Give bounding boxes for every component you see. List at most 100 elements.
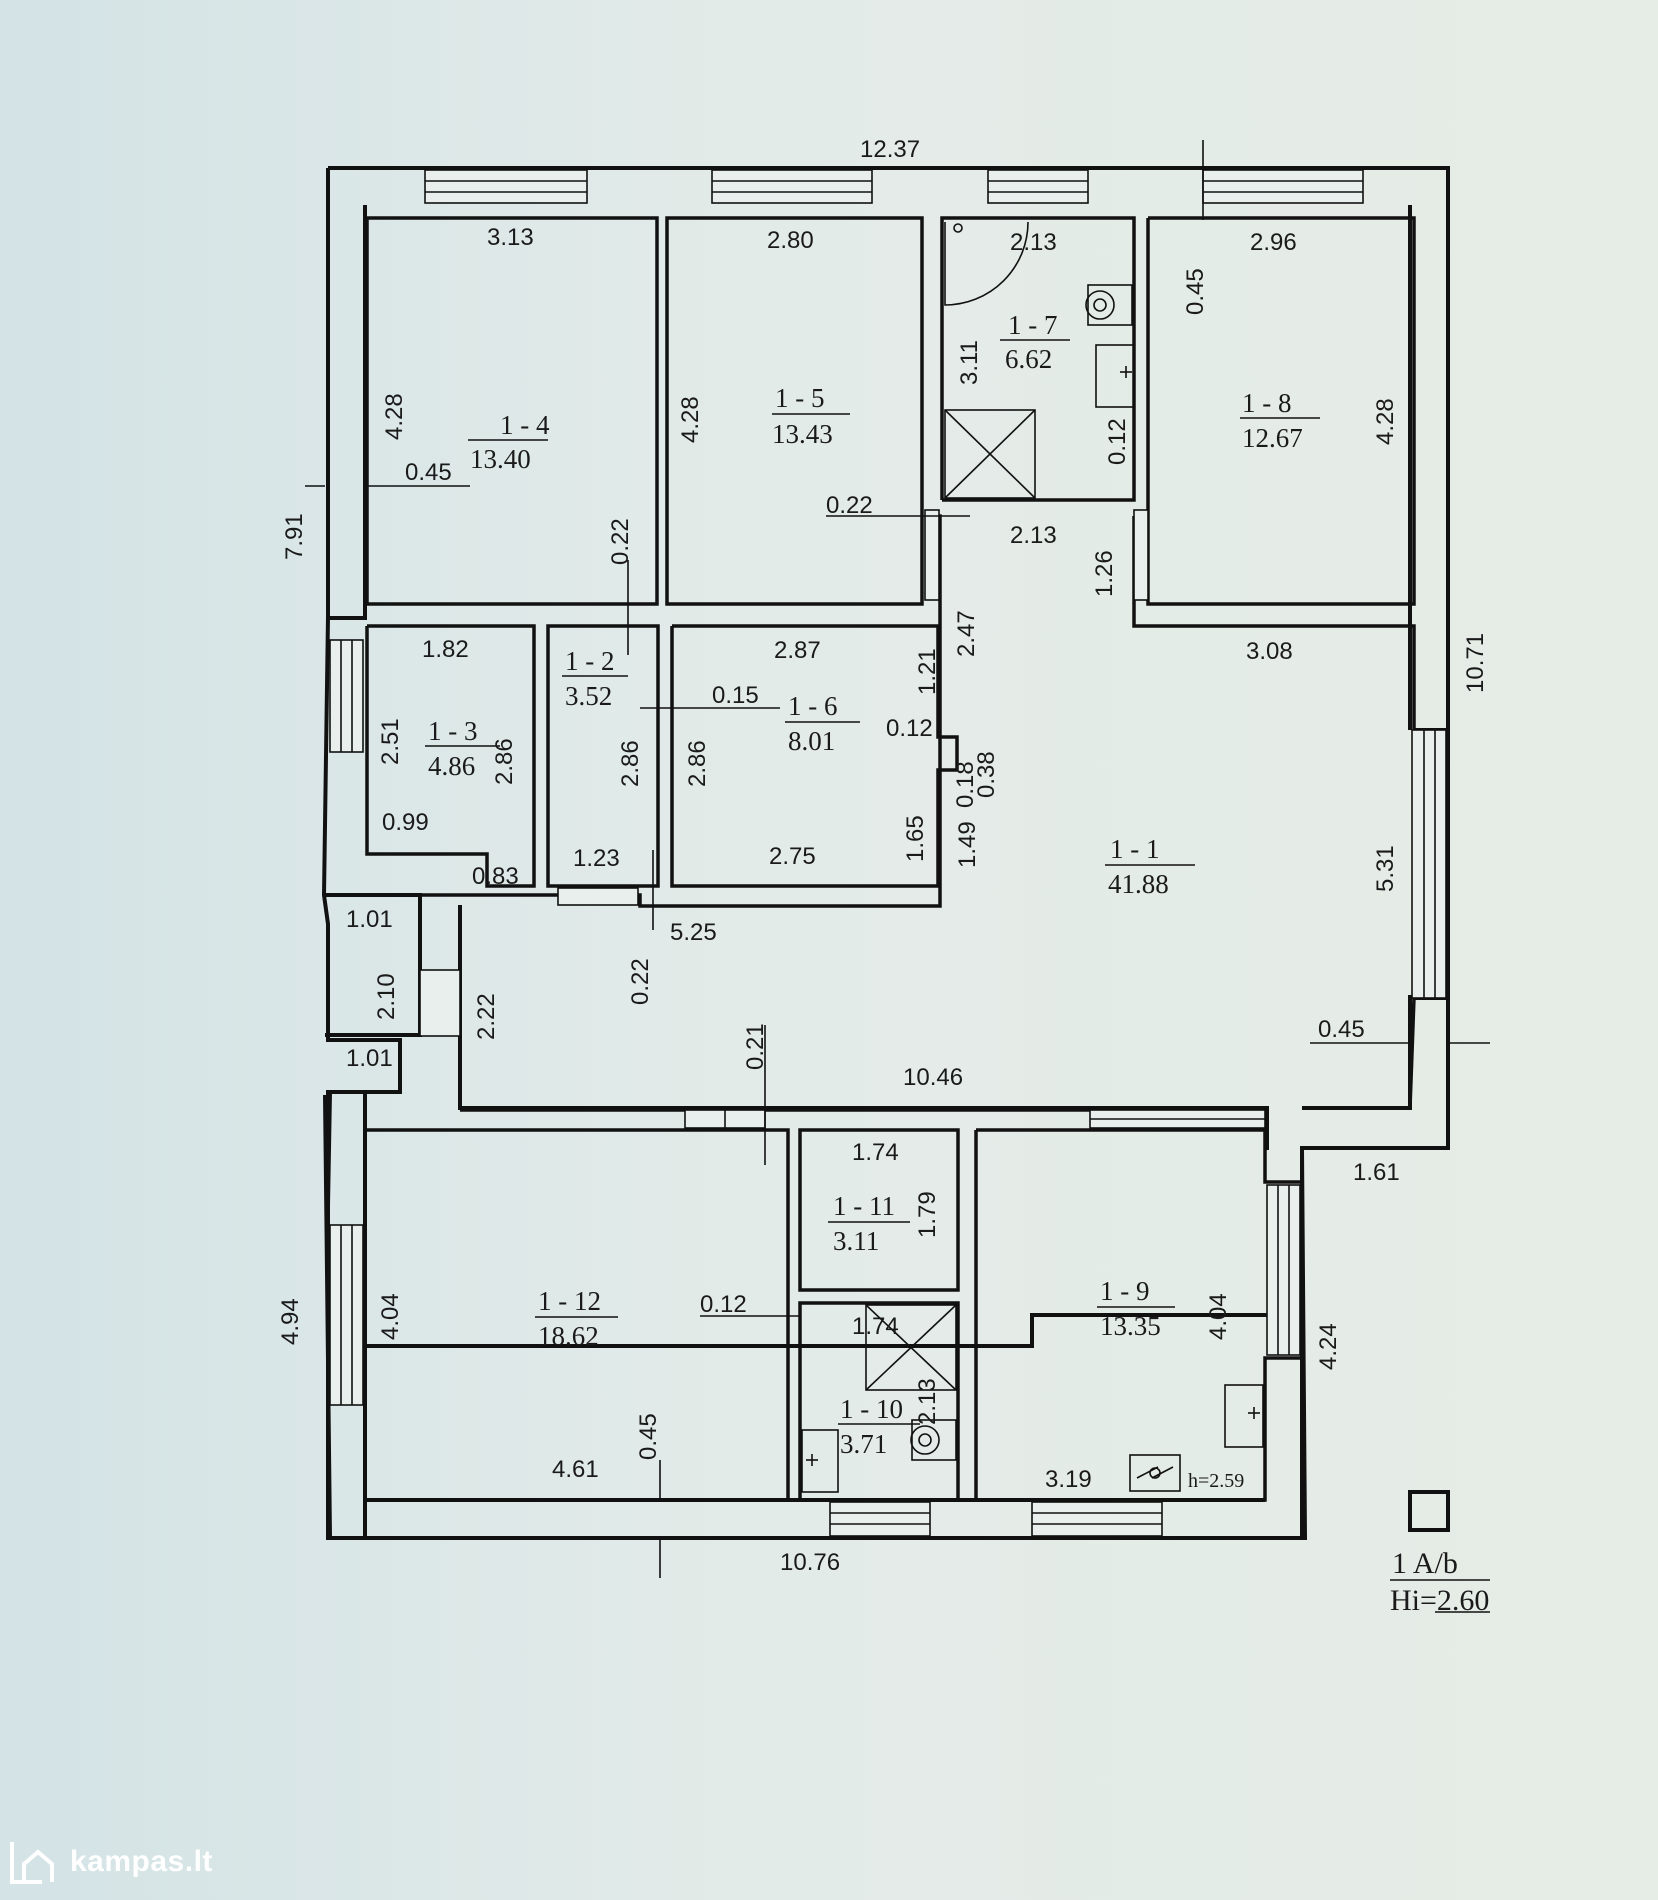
room-1-3-id: 1 - 3 [428, 716, 478, 746]
dim-r6-165: 1.65 [902, 815, 929, 862]
door-1-2 [557, 887, 639, 906]
dim-r4-wall: 0.45 [405, 459, 452, 486]
dim-entry-101b: 1.01 [346, 1045, 393, 1072]
dim-r12-w: 4.61 [552, 1456, 599, 1483]
dim-r10-h: 2.13 [914, 1378, 941, 1425]
legend-square-icon [1408, 1490, 1450, 1532]
room-1-11-area: 3.11 [833, 1226, 879, 1256]
dim-r6-038: 0.38 [973, 751, 1000, 798]
room-1-7-area: 6.62 [1005, 344, 1052, 374]
legend-line-2: Hi=2.60 [1390, 1584, 1489, 1617]
sink-icon [1095, 344, 1135, 408]
room-1-9-outline [974, 1128, 1304, 1502]
dim-r10-w: 1.74 [852, 1313, 899, 1340]
window-bottom-1 [829, 1501, 931, 1537]
dim-entry-101a: 1.01 [346, 906, 393, 933]
room-1-4-id: 1 - 4 [500, 410, 550, 440]
room-1-8-area: 12.67 [1242, 423, 1303, 453]
dim-r8-h: 4.28 [1372, 398, 1399, 445]
dim-r4-w: 3.13 [487, 224, 534, 251]
door-swing-icon [944, 221, 1029, 306]
dim-r3-w: 1.82 [422, 636, 469, 663]
room-1-5-area: 13.43 [772, 419, 833, 449]
room-1-8-outline [1146, 216, 1416, 606]
dim-entry-210: 2.10 [373, 973, 400, 1020]
room-1-8-id: 1 - 8 [1242, 388, 1292, 418]
dim-r5-wall: 0.22 [826, 492, 873, 519]
dimension-lines [305, 140, 1490, 1613]
room-1-7-outline [940, 216, 1136, 502]
watermark: kampas.lt [8, 1838, 213, 1886]
dim-r5-h: 4.28 [677, 396, 704, 443]
room-1-9-area: 13.35 [1100, 1311, 1161, 1341]
dim-top-total: 12.37 [860, 136, 920, 163]
window-right-1 [1411, 729, 1447, 999]
room-1-11-outline [798, 1128, 960, 1292]
watermark-text: kampas.lt [70, 1845, 213, 1878]
dim-r7-wall: 0.12 [1104, 418, 1131, 465]
dim-r2-wall: 0.15 [712, 682, 759, 709]
room-1-9-id: 1 - 9 [1100, 1276, 1150, 1306]
fixtures [801, 221, 1264, 1493]
room-1-2-outline [546, 624, 660, 888]
room-1-2-area: 3.52 [565, 681, 612, 711]
room-1-10-area: 3.71 [840, 1429, 887, 1459]
room-1-7-id: 1 - 7 [1008, 310, 1058, 340]
dim-r7-w: 2.13 [1010, 229, 1057, 256]
dim-hall-021: 0.21 [742, 1023, 769, 1070]
window-left-1 [329, 639, 364, 753]
dim-r2-h: 2.86 [617, 740, 644, 787]
room-1-1-id: 1 - 1 [1110, 834, 1160, 864]
dim-r11-h: 1.79 [914, 1191, 941, 1238]
room-outlines [363, 216, 1416, 1502]
sink-icon-3 [1224, 1384, 1264, 1448]
room-1-11-id: 1 - 11 [833, 1191, 895, 1221]
entrance-door [419, 969, 461, 1037]
dim-hall-126: 1.26 [1091, 550, 1118, 597]
dim-r7-h: 3.11 [956, 340, 983, 385]
window-top-4 [1202, 169, 1364, 204]
dim-r3-099: 0.99 [382, 809, 429, 836]
sink-icon-2 [801, 1429, 839, 1493]
dim-r8-wall: 0.45 [1182, 268, 1209, 315]
dim-r9-161: 1.61 [1353, 1159, 1400, 1186]
dim-r12-h: 4.04 [377, 1293, 404, 1340]
dim-r2-w: 1.23 [573, 845, 620, 872]
dim-r6-h: 2.86 [684, 740, 711, 787]
door-1-5 [924, 509, 940, 601]
dim-r3-h: 2.51 [377, 718, 404, 765]
dim-r4-wall2: 0.22 [607, 518, 634, 565]
kampas-logo-icon [10, 1842, 54, 1884]
room-1-3-outline [365, 624, 536, 888]
dim-bottom-total: 10.76 [780, 1549, 840, 1576]
toilet-icon-2 [911, 1419, 957, 1461]
dim-r7-w2: 2.13 [1010, 522, 1057, 549]
room-1-4-outline [365, 216, 659, 606]
dim-hall-525: 5.25 [670, 919, 717, 946]
dim-left-total: 7.91 [281, 513, 308, 560]
dim-entry-222: 2.22 [473, 993, 500, 1040]
window-left-2 [329, 1224, 364, 1406]
room-1-6-area: 8.01 [788, 726, 835, 756]
door-1-8 [1133, 509, 1149, 601]
room-1-12-outline [363, 1128, 790, 1502]
window-top-1 [424, 169, 588, 204]
dim-r3-083: 0.83 [472, 863, 519, 890]
room-1-2-id: 1 - 2 [565, 646, 615, 676]
outer-frame [326, 166, 1450, 1540]
dim-r12-wall2: 0.45 [635, 1413, 662, 1460]
dim-r6-018: 0.18 [952, 761, 979, 808]
dim-r9-h: 4.04 [1205, 1293, 1232, 1340]
dim-r9-w: 3.19 [1045, 1466, 1092, 1493]
dim-hall-022: 0.22 [627, 958, 654, 1005]
room-labels: 1 - 4 13.40 1 - 5 13.43 1 - 7 6.62 1 - 8… [425, 310, 1320, 1459]
room-1-6-id: 1 - 6 [788, 691, 838, 721]
room-1-3-area: 4.86 [428, 751, 475, 781]
dim-r12-wall: 0.12 [700, 1291, 747, 1318]
dim-r6-012: 0.12 [886, 715, 933, 742]
room-1-10-outline [798, 1301, 960, 1502]
dim-r11-w: 1.74 [852, 1139, 899, 1166]
windows [329, 169, 1447, 1537]
room-1-10-id: 1 - 10 [840, 1394, 903, 1424]
dim-r8-w: 2.96 [1250, 229, 1297, 256]
